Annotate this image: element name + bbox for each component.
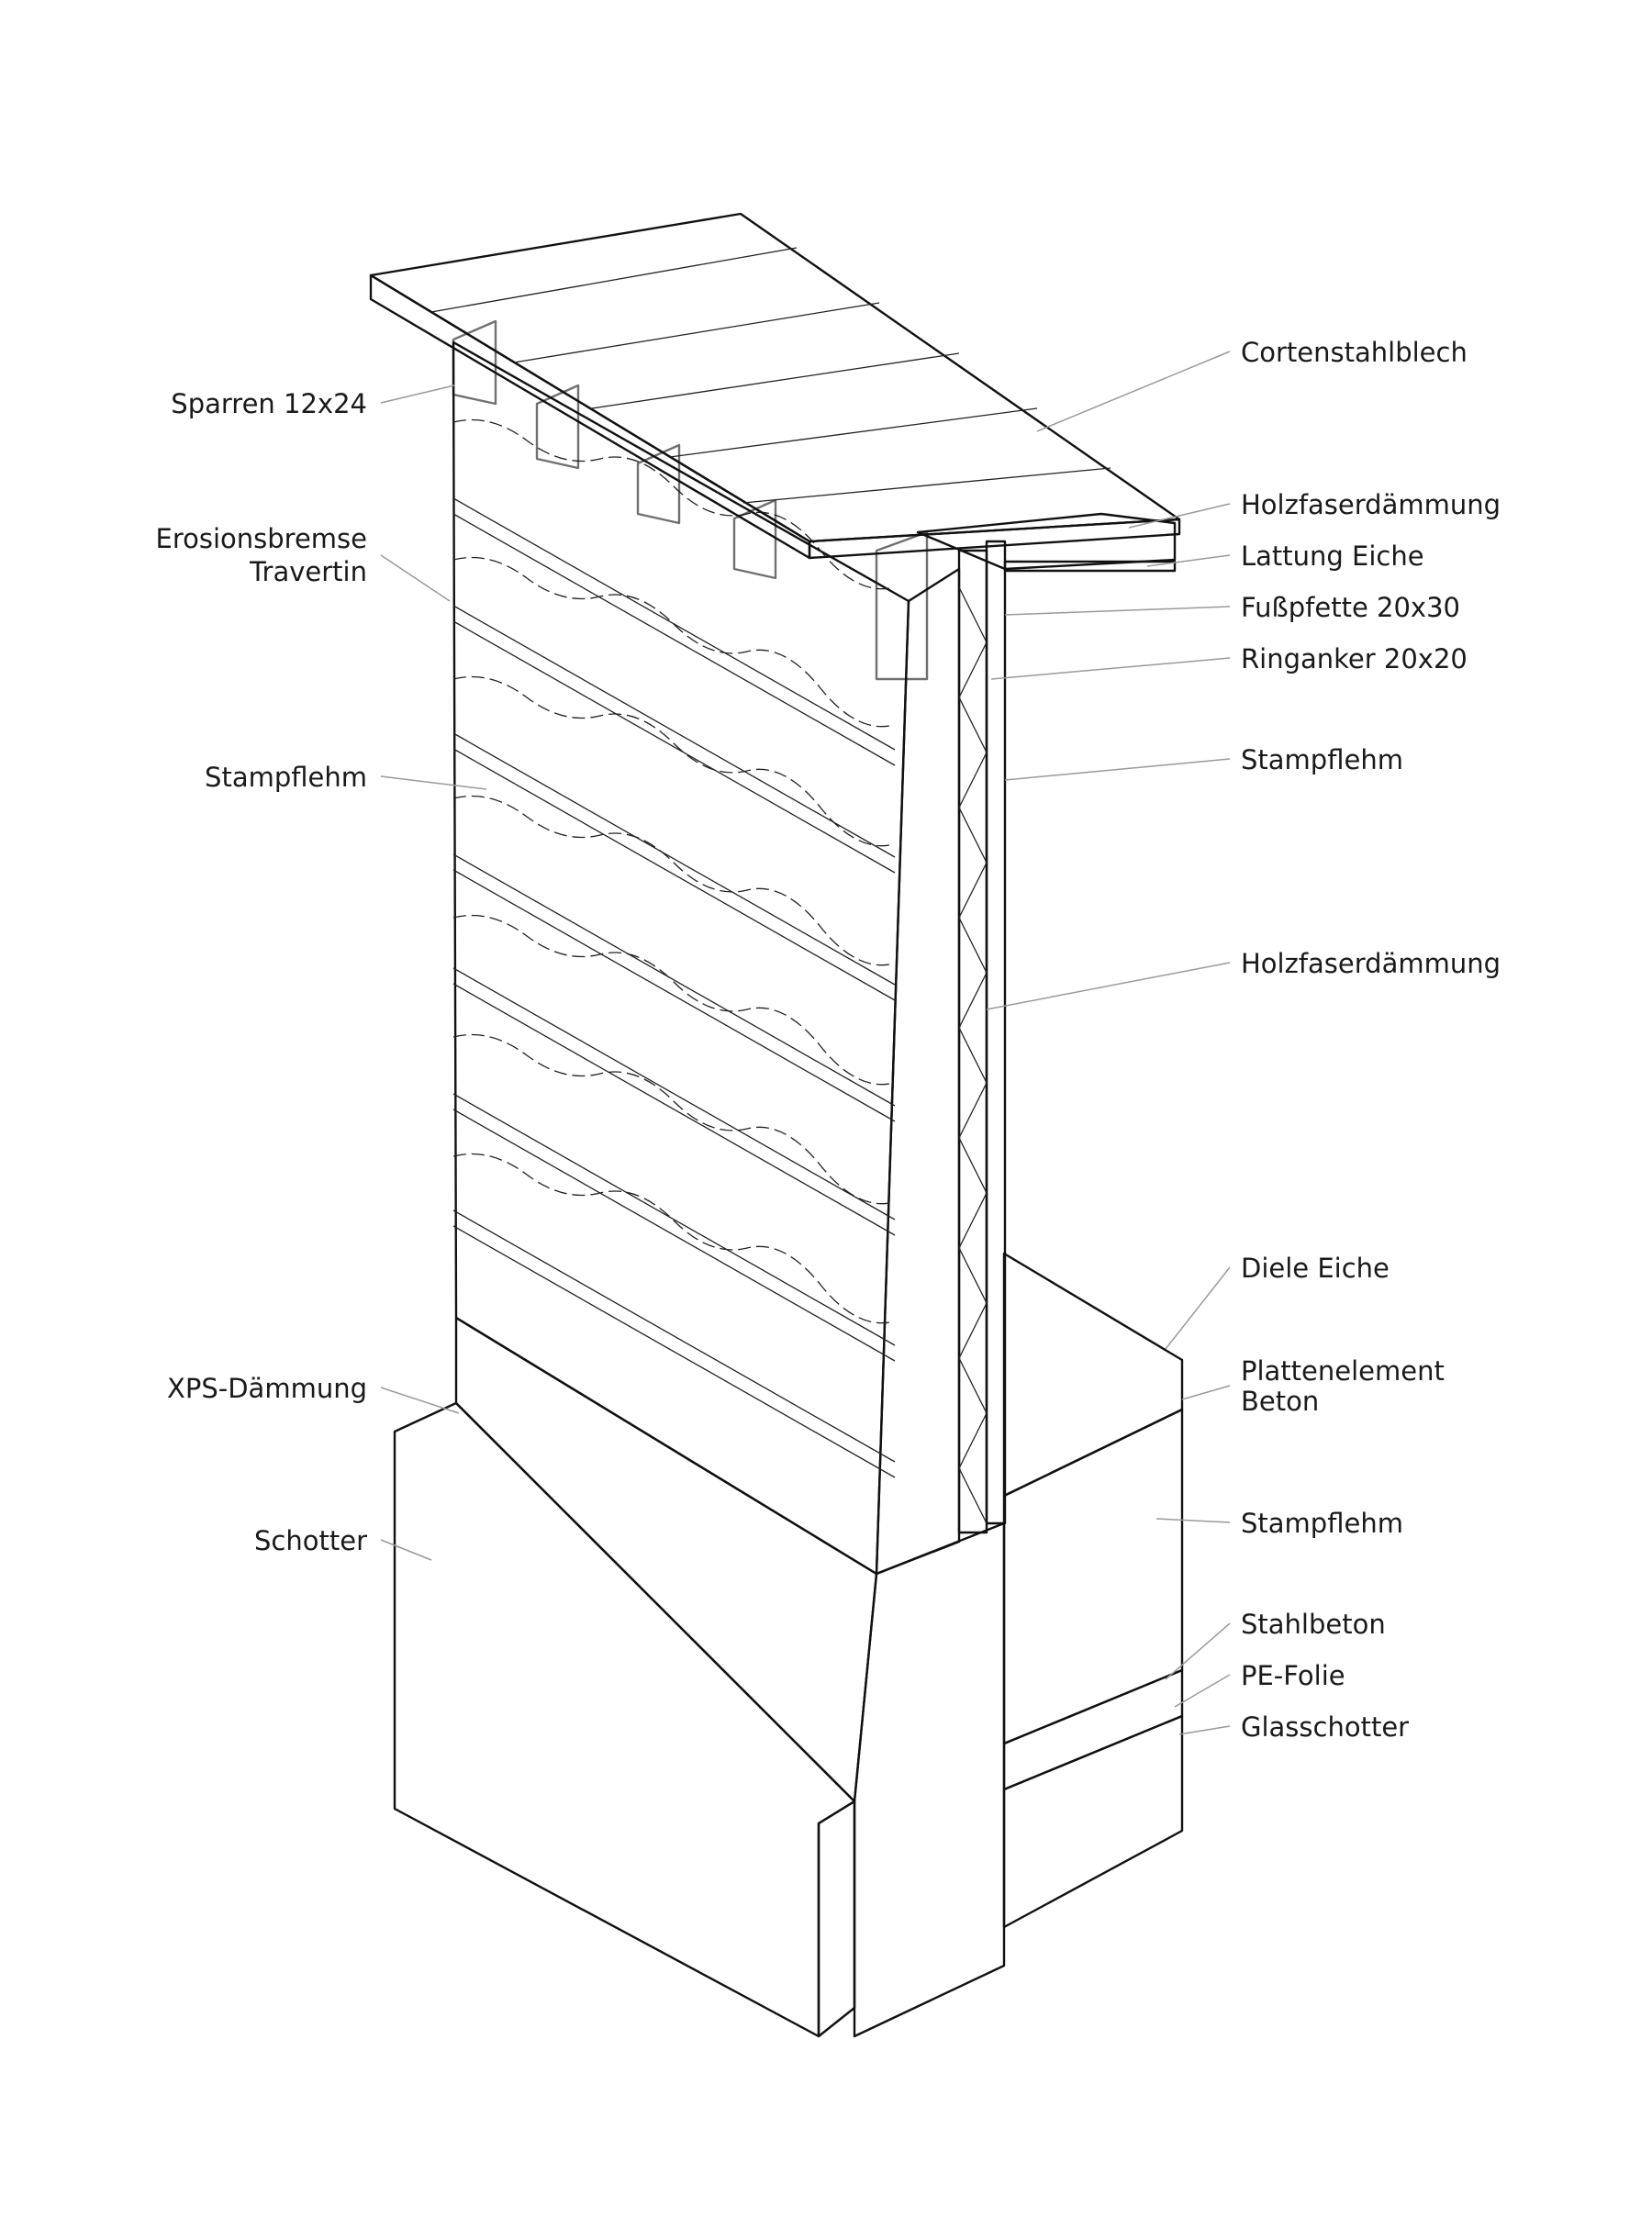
rafters bbox=[452, 319, 929, 681]
label-xps: XPS-Dämmung bbox=[167, 1373, 367, 1404]
label-stampflehm-inner: Stampflehm bbox=[1241, 744, 1403, 775]
label-beton: Beton bbox=[1241, 1386, 1319, 1417]
earth-layer-lines bbox=[452, 418, 895, 1324]
label-pe-folie: PE-Folie bbox=[1241, 1660, 1345, 1691]
label-ringanker: Ringanker 20x20 bbox=[1241, 643, 1468, 674]
label-stampflehm: Stampflehm bbox=[205, 762, 367, 793]
label-holzfaser-roof: Holzfaserdämmung bbox=[1241, 489, 1501, 520]
label-glasschotter: Glasschotter bbox=[1241, 1711, 1409, 1743]
concrete-foundation bbox=[853, 1521, 1006, 2038]
label-diele: Diele Eiche bbox=[1241, 1253, 1390, 1284]
label-holzfaser-wall: Holzfaserdämmung bbox=[1241, 948, 1501, 979]
label-schotter: Schotter bbox=[254, 1525, 367, 1556]
oak-batten bbox=[1003, 560, 1177, 573]
schotter-block bbox=[393, 1401, 856, 2038]
labels-left: Sparren 12x24 Erosionsbremse Travertin S… bbox=[156, 388, 368, 1556]
label-erosionsbremse: Erosionsbremse bbox=[156, 523, 368, 554]
travertine-bands bbox=[452, 497, 896, 1478]
label-sparren: Sparren 12x24 bbox=[171, 388, 367, 419]
label-lattung: Lattung Eiche bbox=[1241, 541, 1424, 572]
label-stahlbeton: Stahlbeton bbox=[1241, 1609, 1386, 1640]
floor-build-up bbox=[1002, 1252, 1184, 1929]
label-stampflehm-floor: Stampflehm bbox=[1241, 1508, 1403, 1539]
labels-right: Cortenstahlblech Holzfaserdämmung Lattun… bbox=[1241, 337, 1501, 1743]
label-travertin: Travertin bbox=[249, 556, 367, 587]
roof-insulation bbox=[916, 512, 1177, 571]
xps-insulation bbox=[454, 1316, 878, 1803]
label-plattenelement: Plattenelement bbox=[1241, 1355, 1445, 1387]
label-fusspfette: Fußpfette 20x30 bbox=[1241, 592, 1460, 623]
leader-lines bbox=[380, 351, 1231, 1735]
wood-fiber-insulation-strip bbox=[957, 540, 1007, 1534]
rammed-earth-wall bbox=[452, 340, 961, 1576]
label-cortenstahlblech: Cortenstahlblech bbox=[1241, 337, 1468, 368]
corten-roof-plate bbox=[369, 212, 1181, 560]
